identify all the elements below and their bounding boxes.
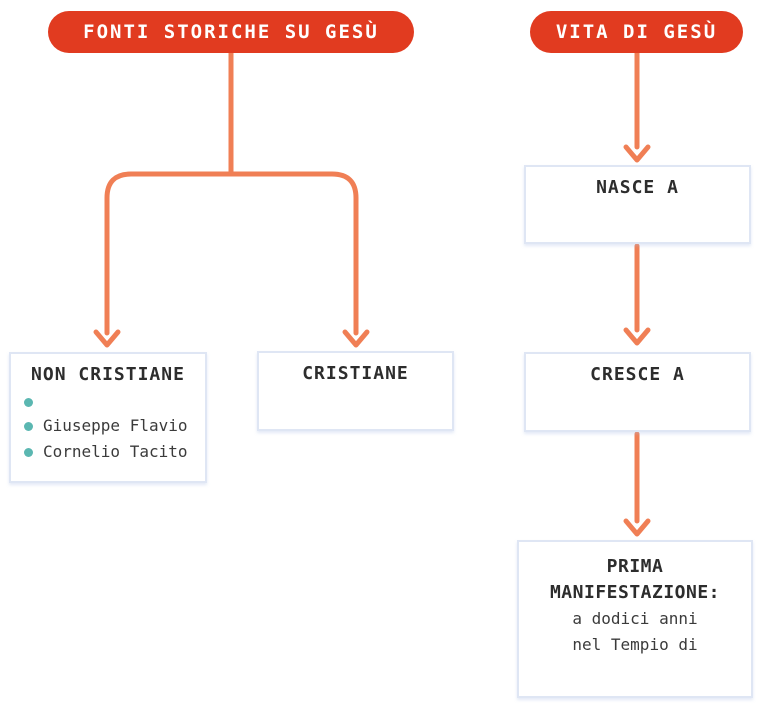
bullet-icon — [24, 447, 33, 457]
arrowhead-prima — [623, 518, 651, 537]
node-cresce-a[interactable]: CRESCE A — [524, 352, 751, 432]
bullet-icon — [24, 421, 33, 431]
connector-left-branch — [104, 171, 359, 336]
node-cristiane[interactable]: CRISTIANE — [257, 351, 454, 431]
node-non-cristiane[interactable]: NON CRISTIANE Giuseppe Flavio Cornelio T… — [9, 352, 207, 483]
root-node-vita-di-gesu-label: VITA DI GESÙ — [555, 21, 718, 43]
arrowhead-nasce — [623, 144, 651, 163]
node-prima-manifestazione-title: PRIMA MANIFESTAZIONE: — [549, 556, 721, 603]
root-node-vita-di-gesu[interactable]: VITA DI GESÙ — [530, 11, 743, 53]
node-nasce-a-title: NASCE A — [596, 177, 679, 198]
prima-manifestazione-line-1: a dodici anni — [572, 609, 698, 628]
arrowhead-cristiane — [342, 329, 370, 348]
list-item: Cornelio Tacito — [24, 439, 205, 465]
node-cristiane-title: CRISTIANE — [302, 363, 409, 384]
bullet-icon — [24, 398, 33, 407]
node-nasce-a[interactable]: NASCE A — [524, 165, 751, 244]
node-cresce-a-title: CRESCE A — [590, 364, 685, 385]
arrowhead-cresce — [623, 327, 651, 346]
prima-manifestazione-line-2: nel Tempio di — [572, 635, 698, 654]
root-node-fonti-storiche[interactable]: FONTI STORICHE SU GESÙ — [48, 11, 414, 53]
list-item-label: Cornelio Tacito — [43, 442, 188, 461]
list-item — [24, 398, 205, 407]
non-cristiane-bullet-list: Giuseppe Flavio Cornelio Tacito — [11, 398, 205, 465]
root-node-fonti-storiche-label: FONTI STORICHE SU GESÙ — [83, 21, 379, 43]
node-prima-manifestazione[interactable]: PRIMA MANIFESTAZIONE: a dodici anni nel … — [517, 540, 753, 698]
list-item-label: Giuseppe Flavio — [43, 416, 188, 435]
list-item: Giuseppe Flavio — [24, 413, 205, 439]
arrowhead-non-cristiane — [93, 329, 121, 348]
node-non-cristiane-title: NON CRISTIANE — [31, 364, 185, 385]
